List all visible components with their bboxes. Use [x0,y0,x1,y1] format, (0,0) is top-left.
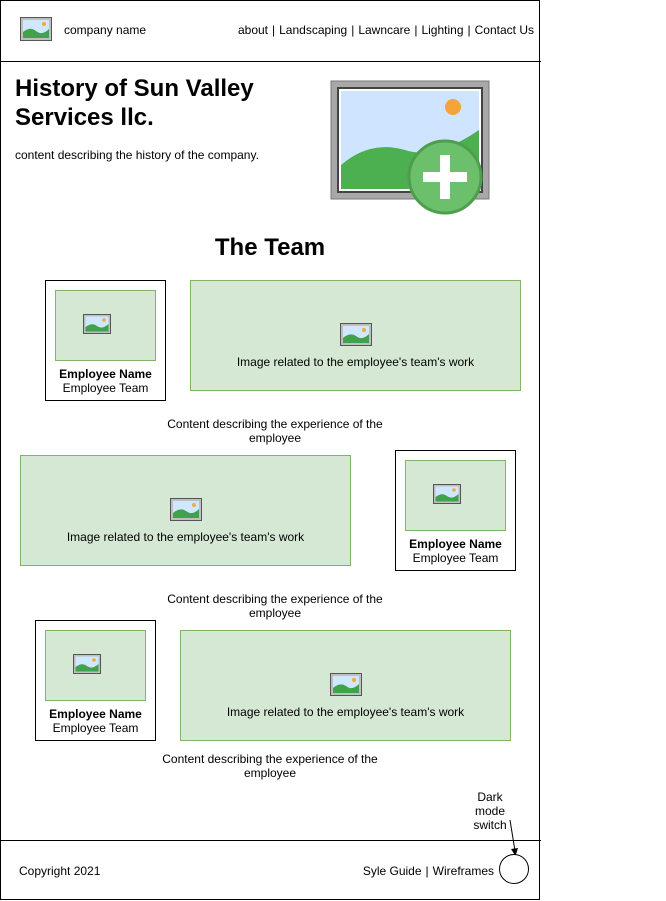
employee-card[interactable]: Employee Name Employee Team [45,280,166,401]
image-icon [83,314,111,334]
logo-image-icon[interactable] [20,17,52,41]
employee-photo [405,460,506,531]
employee-photo [55,290,156,361]
work-image-caption: Image related to the employee's team's w… [226,705,465,719]
history-title: History of Sun Valley Services llc. [15,75,254,131]
footer-separator: | [425,864,429,878]
nav-separator: | [414,23,418,37]
page-frame [0,0,540,900]
header-divider [0,61,541,62]
nav-lawncare-link[interactable]: Lawncare [358,23,411,37]
employee-experience: Content describing the experience of the… [167,592,383,620]
arrow-icon [509,819,518,856]
employee-name: Employee Name [49,707,142,721]
team-work-image[interactable]: Image related to the employee's team's w… [180,630,511,741]
employee-team: Employee Team [52,721,139,735]
team-work-image[interactable]: Image related to the employee's team's w… [190,280,521,391]
copyright-text: Copyright 2021 [19,864,101,878]
employee-team: Employee Team [412,551,499,565]
employee-photo [45,630,146,701]
employee-experience: Content describing the experience of the… [167,417,383,445]
image-icon [73,654,101,674]
dark-mode-switch[interactable] [499,854,529,884]
employee-name: Employee Name [409,537,502,551]
nav-about-link[interactable]: about [237,23,268,37]
main-nav: about|Landscaping|Lawncare|Lighting|Cont… [238,23,534,37]
footer-links: Syle Guide|Wireframes [363,864,494,878]
employee-name: Employee Name [59,367,152,381]
nav-lighting-link[interactable]: Lighting [421,23,464,37]
employee-card[interactable]: Employee Name Employee Team [35,620,156,741]
company-name[interactable]: company name [64,23,147,37]
image-icon [433,484,461,504]
employee-card[interactable]: Employee Name Employee Team [395,450,516,571]
image-icon [170,498,202,521]
nav-separator: | [272,23,276,37]
add-image-icon[interactable] [330,80,490,216]
style-guide-link[interactable]: Syle Guide [362,864,422,878]
work-image-caption: Image related to the employee's team's w… [66,530,305,544]
image-icon [330,673,362,696]
work-image-caption: Image related to the employee's team's w… [236,355,475,369]
wireframes-link[interactable]: Wireframes [432,864,494,878]
image-icon [340,323,372,346]
nav-separator: | [467,23,471,37]
employee-experience: Content describing the experience of the… [162,752,378,780]
team-title: The Team [214,234,326,261]
nav-separator: | [351,23,355,37]
nav-landscaping-link[interactable]: Landscaping [279,23,348,37]
dark-mode-label: Dark mode switch [473,790,507,832]
employee-team: Employee Team [62,381,149,395]
history-description: content describing the history of the co… [15,148,259,162]
team-work-image[interactable]: Image related to the employee's team's w… [20,455,351,566]
nav-contact-link[interactable]: Contact Us [474,23,534,37]
footer-divider [0,840,541,841]
